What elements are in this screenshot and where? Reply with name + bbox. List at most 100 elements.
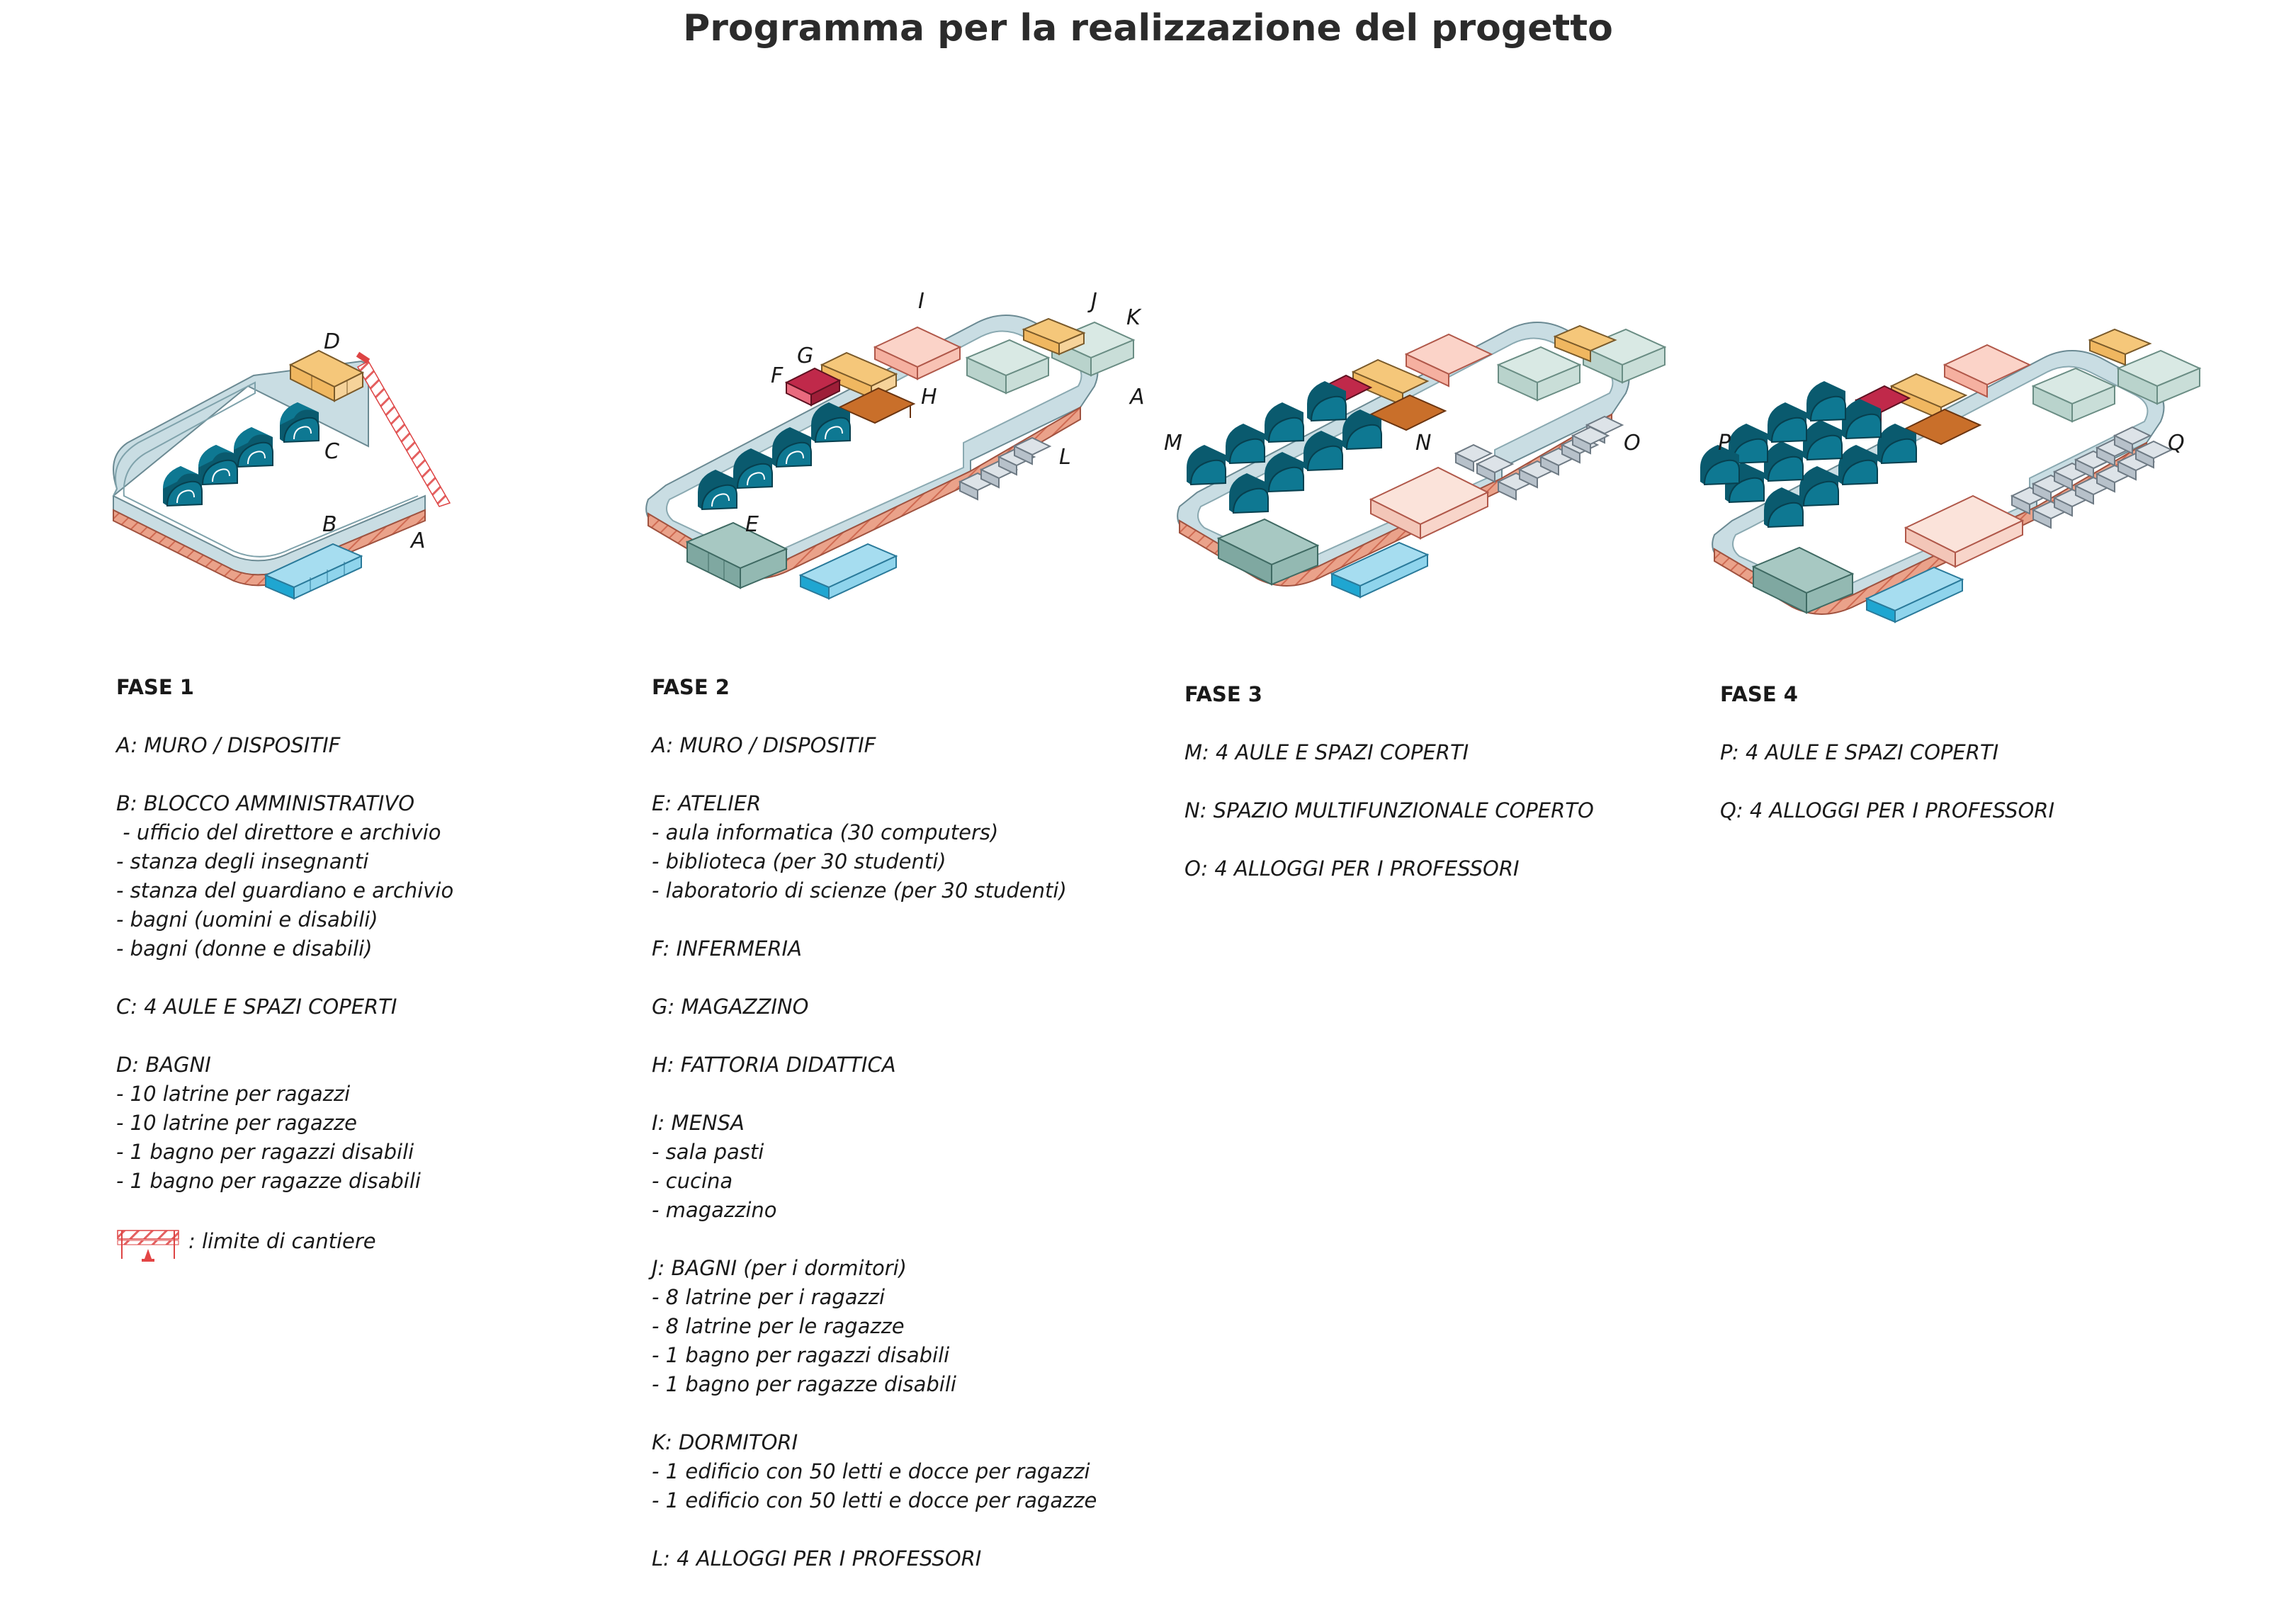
building-d-toilets [288,349,365,402]
spacer [1184,825,1680,854]
spacer [652,1022,1148,1051]
phase-1-legend: FASE 1 A: MURO / DISPOSITIF B: BLOCCO AMMI… [116,673,612,1196]
program-item-detail: - cucina [652,1169,733,1193]
spacer [1184,767,1680,796]
phase-1-diagram: D C B A [112,329,451,600]
program-item-detail: - 1 bagno per ragazze disabili [116,1169,421,1193]
program-item-heading: A: MURO / DISPOSITIF [116,733,341,757]
program-item-heading: Q: 4 ALLOGGI PER I PROFESSORI [1720,798,2055,822]
phase-title: FASE 3 [1184,682,1262,706]
page-title: Programma per la realizzazione del proge… [683,7,1613,50]
program-item-detail: - 10 latrine per ragazze [116,1111,357,1135]
program-item-detail: - 1 bagno per ragazze disabili [652,1372,956,1396]
program-item-heading: F: INFERMERIA [652,937,802,961]
building-n-multifunction [1369,466,1490,540]
program-item-detail: - stanza degli insegnanti [116,849,369,873]
building-e-atelier [685,521,788,589]
building-b-admin [264,543,363,600]
label-a: A [409,528,426,553]
building-b-admin [798,543,898,600]
building-l-housing [958,436,1052,501]
program-item-detail: - bagni (uomini e disabili) [116,907,378,932]
spacer [652,905,1148,934]
phase-4-legend: FASE 4 P: 4 AULE E SPAZI COPERTI Q: 4 ALLO… [1720,680,2216,825]
program-item-heading: C: 4 AULE E SPAZI COPERTI [116,995,397,1019]
label-b: B [322,512,337,537]
building-o-housing [1454,415,1624,501]
label-a: A [1129,385,1145,409]
building-c-classrooms [163,402,319,507]
program-item-detail: - stanza del guardiano e archivio [116,878,454,903]
spacer [652,702,1148,731]
program-item-heading: J: BAGNI (per i dormitori) [652,1256,907,1280]
program-item-detail: - 10 latrine per ragazzi [116,1082,351,1106]
label-q: Q [2168,431,2185,456]
program-item-detail: - 1 edificio con 50 letti e docce per ra… [652,1488,1097,1512]
program-item-detail: - bagni (donne e disabili) [116,937,373,961]
label-d: D [324,329,340,354]
spacer [652,760,1148,789]
spacer [1720,767,2216,796]
label-o: O [1624,431,1641,456]
phase-title: FASE 2 [652,675,730,699]
building-m-classrooms [1187,381,1382,514]
program-item-heading: E: ATELIER [652,791,762,815]
program-item-detail: - 1 bagno per ragazzi disabili [116,1140,414,1164]
spacer [116,963,612,992]
program-item-detail: - magazzino [652,1198,777,1222]
program-item-heading: K: DORMITORI [652,1430,798,1454]
label-j: J [1087,289,1097,314]
label-n: N [1415,431,1431,456]
site-limit-legend: : limite di cantiere [116,1223,414,1266]
label-e: E [745,512,759,537]
phase-3-diagram: M N O [1164,322,1667,599]
label-m: M [1164,431,1182,456]
program-item-detail: - 8 latrine per i ragazzi [652,1285,886,1309]
program-item-detail: - 1 edificio con 50 letti e docce per ra… [652,1459,1090,1483]
label-c: C [324,439,339,464]
label-f: F [771,363,784,388]
phase-title: FASE 4 [1720,682,1798,706]
spacer [116,1022,612,1051]
program-item-heading: G: MAGAZZINO [652,995,809,1019]
program-item-heading: D: BAGNI [116,1053,211,1077]
phase-3-legend: FASE 3 M: 4 AULE E SPAZI COPERTI N: SPAZIO… [1184,680,1680,883]
program-item-detail: - aula informatica (30 computers) [652,820,999,844]
barrier-icon [117,1230,179,1262]
building-i-dining [873,326,962,380]
label-g: G [797,344,813,368]
building-q-housing [2010,426,2173,529]
program-item-detail: - ufficio del direttore e archivio [116,820,441,844]
program-item-heading: P: 4 AULE E SPAZI COPERTI [1720,740,1999,764]
spacer [652,1225,1148,1254]
label-h: H [921,385,937,409]
phase-title: FASE 1 [116,675,194,699]
program-item-heading: O: 4 ALLOGGI PER I PROFESSORI [1184,856,1520,881]
program-item-heading: B: BLOCCO AMMINISTRATIVO [116,791,415,815]
program-item-detail: - sala pasti [652,1140,764,1164]
building-f-infirmary [784,367,842,407]
label-l: L [1059,445,1071,470]
program-item-heading: A: MURO / DISPOSITIF [652,733,876,757]
label-k: K [1126,305,1142,330]
program-item-heading: M: 4 AULE E SPAZI COPERTI [1184,740,1469,764]
program-item-heading: H: FATTORIA DIDATTICA [652,1053,896,1077]
program-item-heading: N: SPAZIO MULTIFUNZIONALE COPERTO [1184,798,1594,822]
label-i: I [918,289,924,314]
site-limit-fence [356,360,451,507]
program-item-detail: - biblioteca (per 30 studenti) [652,849,946,873]
phase-4-diagram: P Q [1700,328,2202,623]
building-j-toilets [1022,317,1086,356]
spacer [652,1515,1148,1544]
building-c-classrooms [698,402,851,511]
spacer [652,963,1148,992]
program-item-detail: - 8 latrine per le ragazze [652,1314,905,1338]
legend-text: : limite di cantiere [188,1229,376,1253]
building-p-classrooms [1700,381,1917,528]
label-p: P [1718,431,1731,456]
spacer [1720,709,2216,738]
building-k-dormitories [965,321,1136,395]
program-item-detail: - laboratorio di scienze (per 30 student… [652,878,1067,903]
spacer [652,1080,1148,1109]
